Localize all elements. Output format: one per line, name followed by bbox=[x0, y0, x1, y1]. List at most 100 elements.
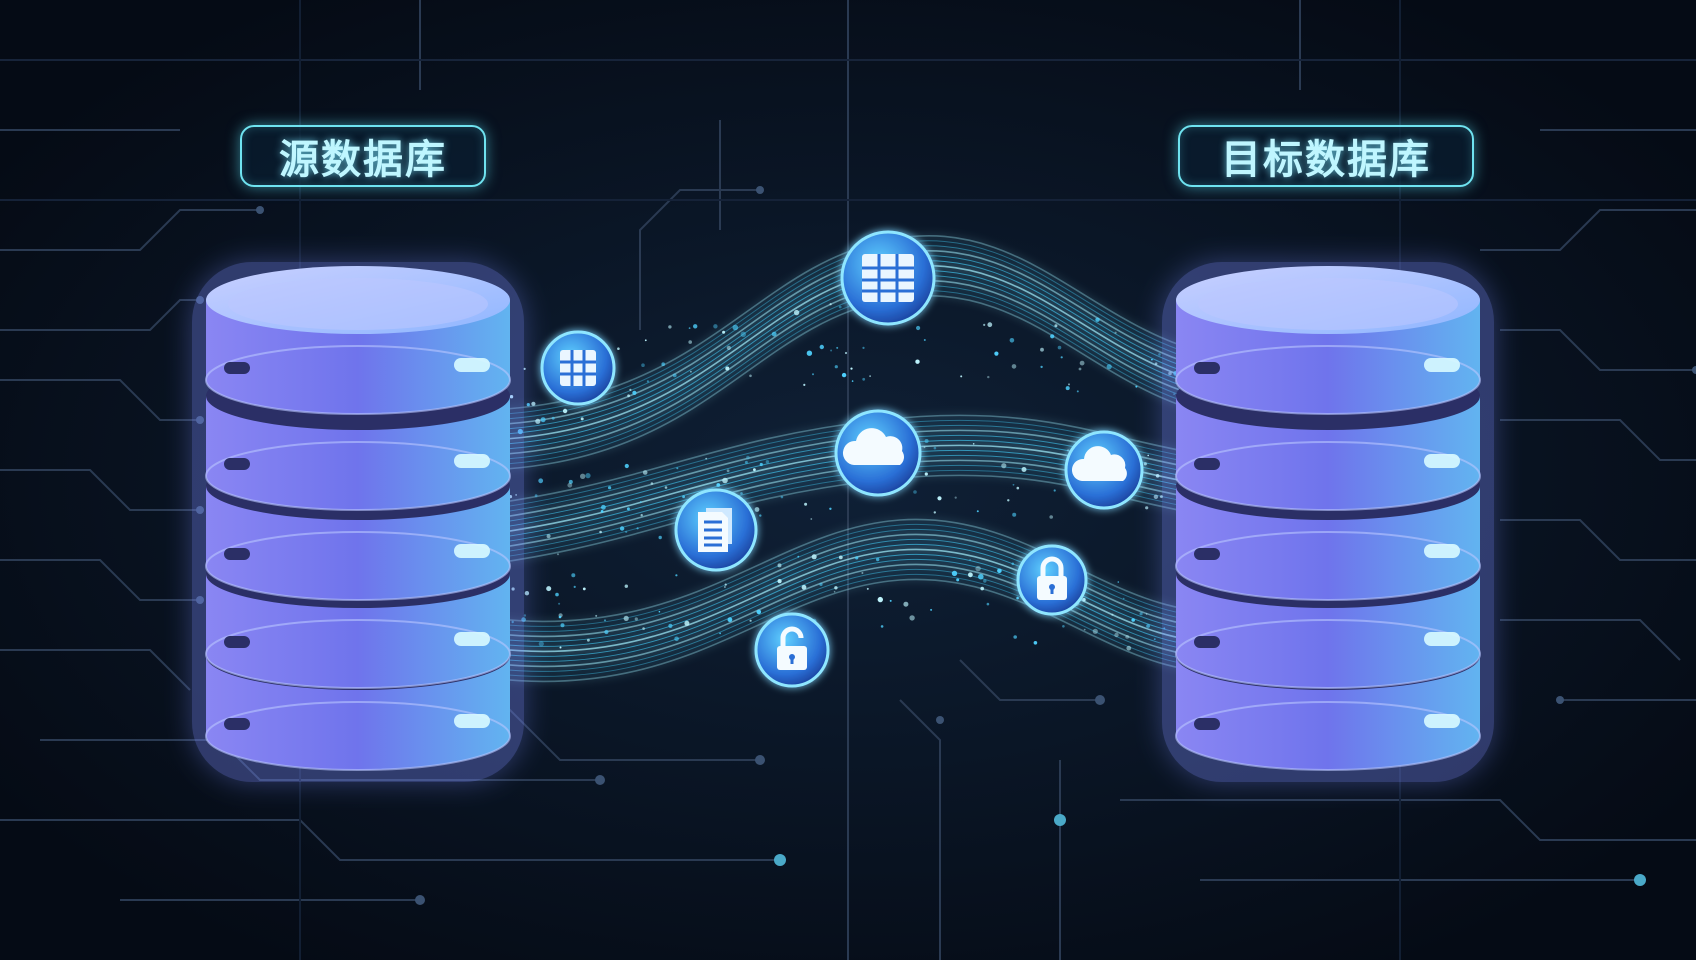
icon-bubble-table-2 bbox=[840, 230, 936, 326]
particle bbox=[756, 609, 762, 615]
particle bbox=[567, 482, 573, 488]
particle bbox=[538, 478, 544, 484]
particle bbox=[924, 472, 928, 476]
particle bbox=[744, 460, 748, 464]
particle bbox=[793, 309, 800, 316]
indicator-light bbox=[1424, 632, 1460, 646]
particle bbox=[830, 349, 833, 352]
indicator-light bbox=[1424, 454, 1460, 468]
indicator-light bbox=[1424, 358, 1460, 372]
particle bbox=[540, 417, 546, 423]
particle bbox=[754, 507, 760, 512]
particle bbox=[749, 619, 752, 622]
particle bbox=[587, 638, 590, 642]
particle bbox=[641, 363, 645, 368]
particle bbox=[1011, 364, 1017, 369]
stream-line bbox=[439, 533, 1251, 638]
particle bbox=[1067, 449, 1070, 452]
particle bbox=[725, 366, 730, 371]
particle bbox=[617, 347, 620, 351]
particle bbox=[869, 375, 871, 377]
particle bbox=[625, 530, 628, 534]
particle bbox=[1068, 383, 1070, 386]
particle bbox=[771, 331, 777, 337]
particle bbox=[1001, 463, 1007, 469]
particle bbox=[524, 591, 530, 596]
particle bbox=[726, 345, 731, 350]
particle bbox=[916, 325, 921, 331]
particle bbox=[639, 501, 642, 503]
particle bbox=[812, 373, 814, 376]
particle bbox=[1155, 474, 1160, 478]
icon-bubble-cloud-1 bbox=[834, 409, 922, 497]
lock-icon bbox=[777, 626, 807, 670]
particle bbox=[1158, 353, 1161, 356]
particle bbox=[1135, 385, 1138, 388]
particle bbox=[568, 479, 573, 484]
stream-line bbox=[439, 558, 1251, 662]
particle bbox=[1083, 628, 1086, 631]
indicator-slot bbox=[224, 458, 250, 470]
indicator-slot bbox=[1194, 362, 1220, 374]
particle bbox=[604, 619, 606, 622]
particle bbox=[933, 446, 937, 450]
particle bbox=[682, 495, 685, 499]
particle bbox=[624, 584, 628, 588]
indicator-slot bbox=[224, 636, 250, 648]
particle bbox=[954, 496, 957, 499]
particle bbox=[833, 590, 836, 593]
particle bbox=[1131, 618, 1135, 622]
particle bbox=[855, 556, 859, 560]
particle bbox=[676, 467, 679, 470]
particle bbox=[658, 535, 662, 540]
particle bbox=[601, 504, 606, 510]
particle bbox=[664, 486, 668, 489]
particle bbox=[559, 646, 562, 649]
particle bbox=[829, 507, 832, 510]
icon-bubble-lock-2 bbox=[754, 612, 830, 688]
particle bbox=[634, 617, 638, 621]
particle bbox=[675, 574, 678, 577]
particle bbox=[1154, 362, 1158, 366]
stream-line bbox=[439, 518, 1251, 623]
particle bbox=[915, 359, 920, 364]
particle bbox=[716, 483, 721, 487]
particle bbox=[551, 416, 555, 420]
particle bbox=[599, 530, 602, 534]
particle bbox=[1114, 632, 1119, 638]
document-icon bbox=[698, 508, 732, 552]
particle bbox=[1146, 624, 1150, 628]
particle bbox=[975, 565, 981, 572]
particle bbox=[557, 553, 559, 556]
particle bbox=[1016, 486, 1020, 490]
particle bbox=[726, 469, 730, 473]
indicator-slot bbox=[224, 548, 250, 560]
cloud-icon bbox=[1071, 446, 1127, 481]
particle bbox=[1145, 613, 1148, 615]
particle bbox=[585, 473, 591, 479]
particle bbox=[1009, 338, 1015, 343]
indicator-light bbox=[454, 454, 490, 468]
particle bbox=[531, 401, 536, 406]
particle bbox=[1079, 360, 1085, 366]
particle bbox=[538, 641, 544, 647]
particle bbox=[580, 417, 584, 421]
particle bbox=[650, 482, 654, 485]
particle bbox=[1012, 512, 1017, 517]
particle bbox=[994, 351, 999, 356]
particle bbox=[722, 330, 726, 334]
icon-bubble-cloud-2 bbox=[1064, 430, 1144, 510]
particle bbox=[619, 526, 625, 531]
particle bbox=[713, 324, 718, 329]
icon-bubble-lock-1 bbox=[1016, 544, 1088, 616]
stream-line bbox=[439, 548, 1251, 653]
particle bbox=[968, 572, 973, 578]
particle bbox=[851, 380, 854, 382]
indicator-slot bbox=[1194, 636, 1220, 648]
particle bbox=[866, 587, 869, 590]
particle bbox=[582, 587, 586, 591]
indicator-light bbox=[1424, 714, 1460, 728]
particle bbox=[1095, 317, 1100, 322]
particle bbox=[1106, 364, 1112, 370]
stream-line bbox=[439, 538, 1251, 642]
